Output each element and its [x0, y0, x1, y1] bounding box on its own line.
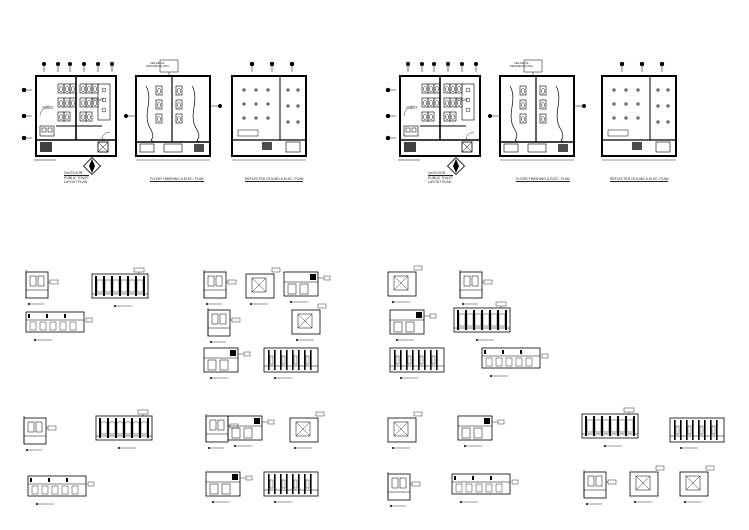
plan-right-top-note: SEE DETAIL REFERENCE DWG — [510, 62, 533, 68]
plan-left-top-note-l2: REFERENCE DWG — [146, 65, 170, 68]
plan-set-right — [386, 60, 676, 174]
plan-right-room-left: TOILET — [406, 106, 418, 110]
plan-left-top-note: SEE DETAIL REFERENCE DWG — [146, 62, 169, 68]
plan-right-top-note-l2: REFERENCE DWG — [510, 65, 534, 68]
plan-left-ceiling-title: REFLECTED CEILING & ELEC. PLAN — [245, 177, 304, 182]
plan-right-layout-title-l2: PUBLIC TOILET — [428, 176, 453, 180]
elevation-block-row1-right — [387, 265, 549, 380]
ceiling-plan-left — [232, 62, 306, 160]
plan-right-ceiling-title: REFLECTED CEILING & ELEC. PLAN — [610, 177, 669, 182]
plan-left-layout-title-l1: 2nd FLOOR — [64, 171, 89, 176]
elevation-block-row2-right — [387, 407, 725, 508]
layout-plan-left — [22, 62, 116, 174]
plan-right-room-right: TOILET — [456, 98, 468, 102]
plan-left-layout-title-l3: LAYOUT PLAN — [64, 180, 88, 184]
elevation-block-row2-center — [205, 411, 325, 504]
elevation-block-row1-left — [25, 267, 149, 342]
plan-left-layout-title-l2: PUBLIC TOILET — [64, 176, 89, 180]
layout-plan-right — [386, 62, 480, 174]
plan-set-left — [22, 60, 306, 174]
plan-left-floor-title: FLOOR FINISHING & ELEC. PLAN — [150, 177, 204, 182]
floor-plan-right — [488, 60, 586, 160]
plan-left-layout-title: 2nd FLOOR PUBLIC TOILET LAYOUT PLAN — [64, 171, 89, 184]
elevation-block-row2-left — [23, 409, 153, 506]
plan-right-layout-title-l3: LAYOUT PLAN — [428, 180, 452, 184]
plan-left-room-right: TOILET — [92, 98, 104, 102]
plan-right-top-note-l1: SEE DETAIL — [514, 62, 529, 65]
floor-plan-left — [124, 60, 222, 160]
plan-right-layout-title: 1st FLOOR PUBLIC TOILET LAYOUT PLAN — [428, 171, 453, 184]
plan-left-room-left: TOILET — [42, 106, 54, 110]
elevation-block-row1-center — [203, 267, 331, 380]
plan-left-top-note-l1: SEE DETAIL — [150, 62, 165, 65]
plan-right-layout-title-l1: 1st FLOOR — [428, 171, 453, 176]
ceiling-plan-right — [602, 62, 676, 160]
plan-right-floor-title: FLOOR FINISHING & ELEC. PLAN — [516, 177, 570, 182]
